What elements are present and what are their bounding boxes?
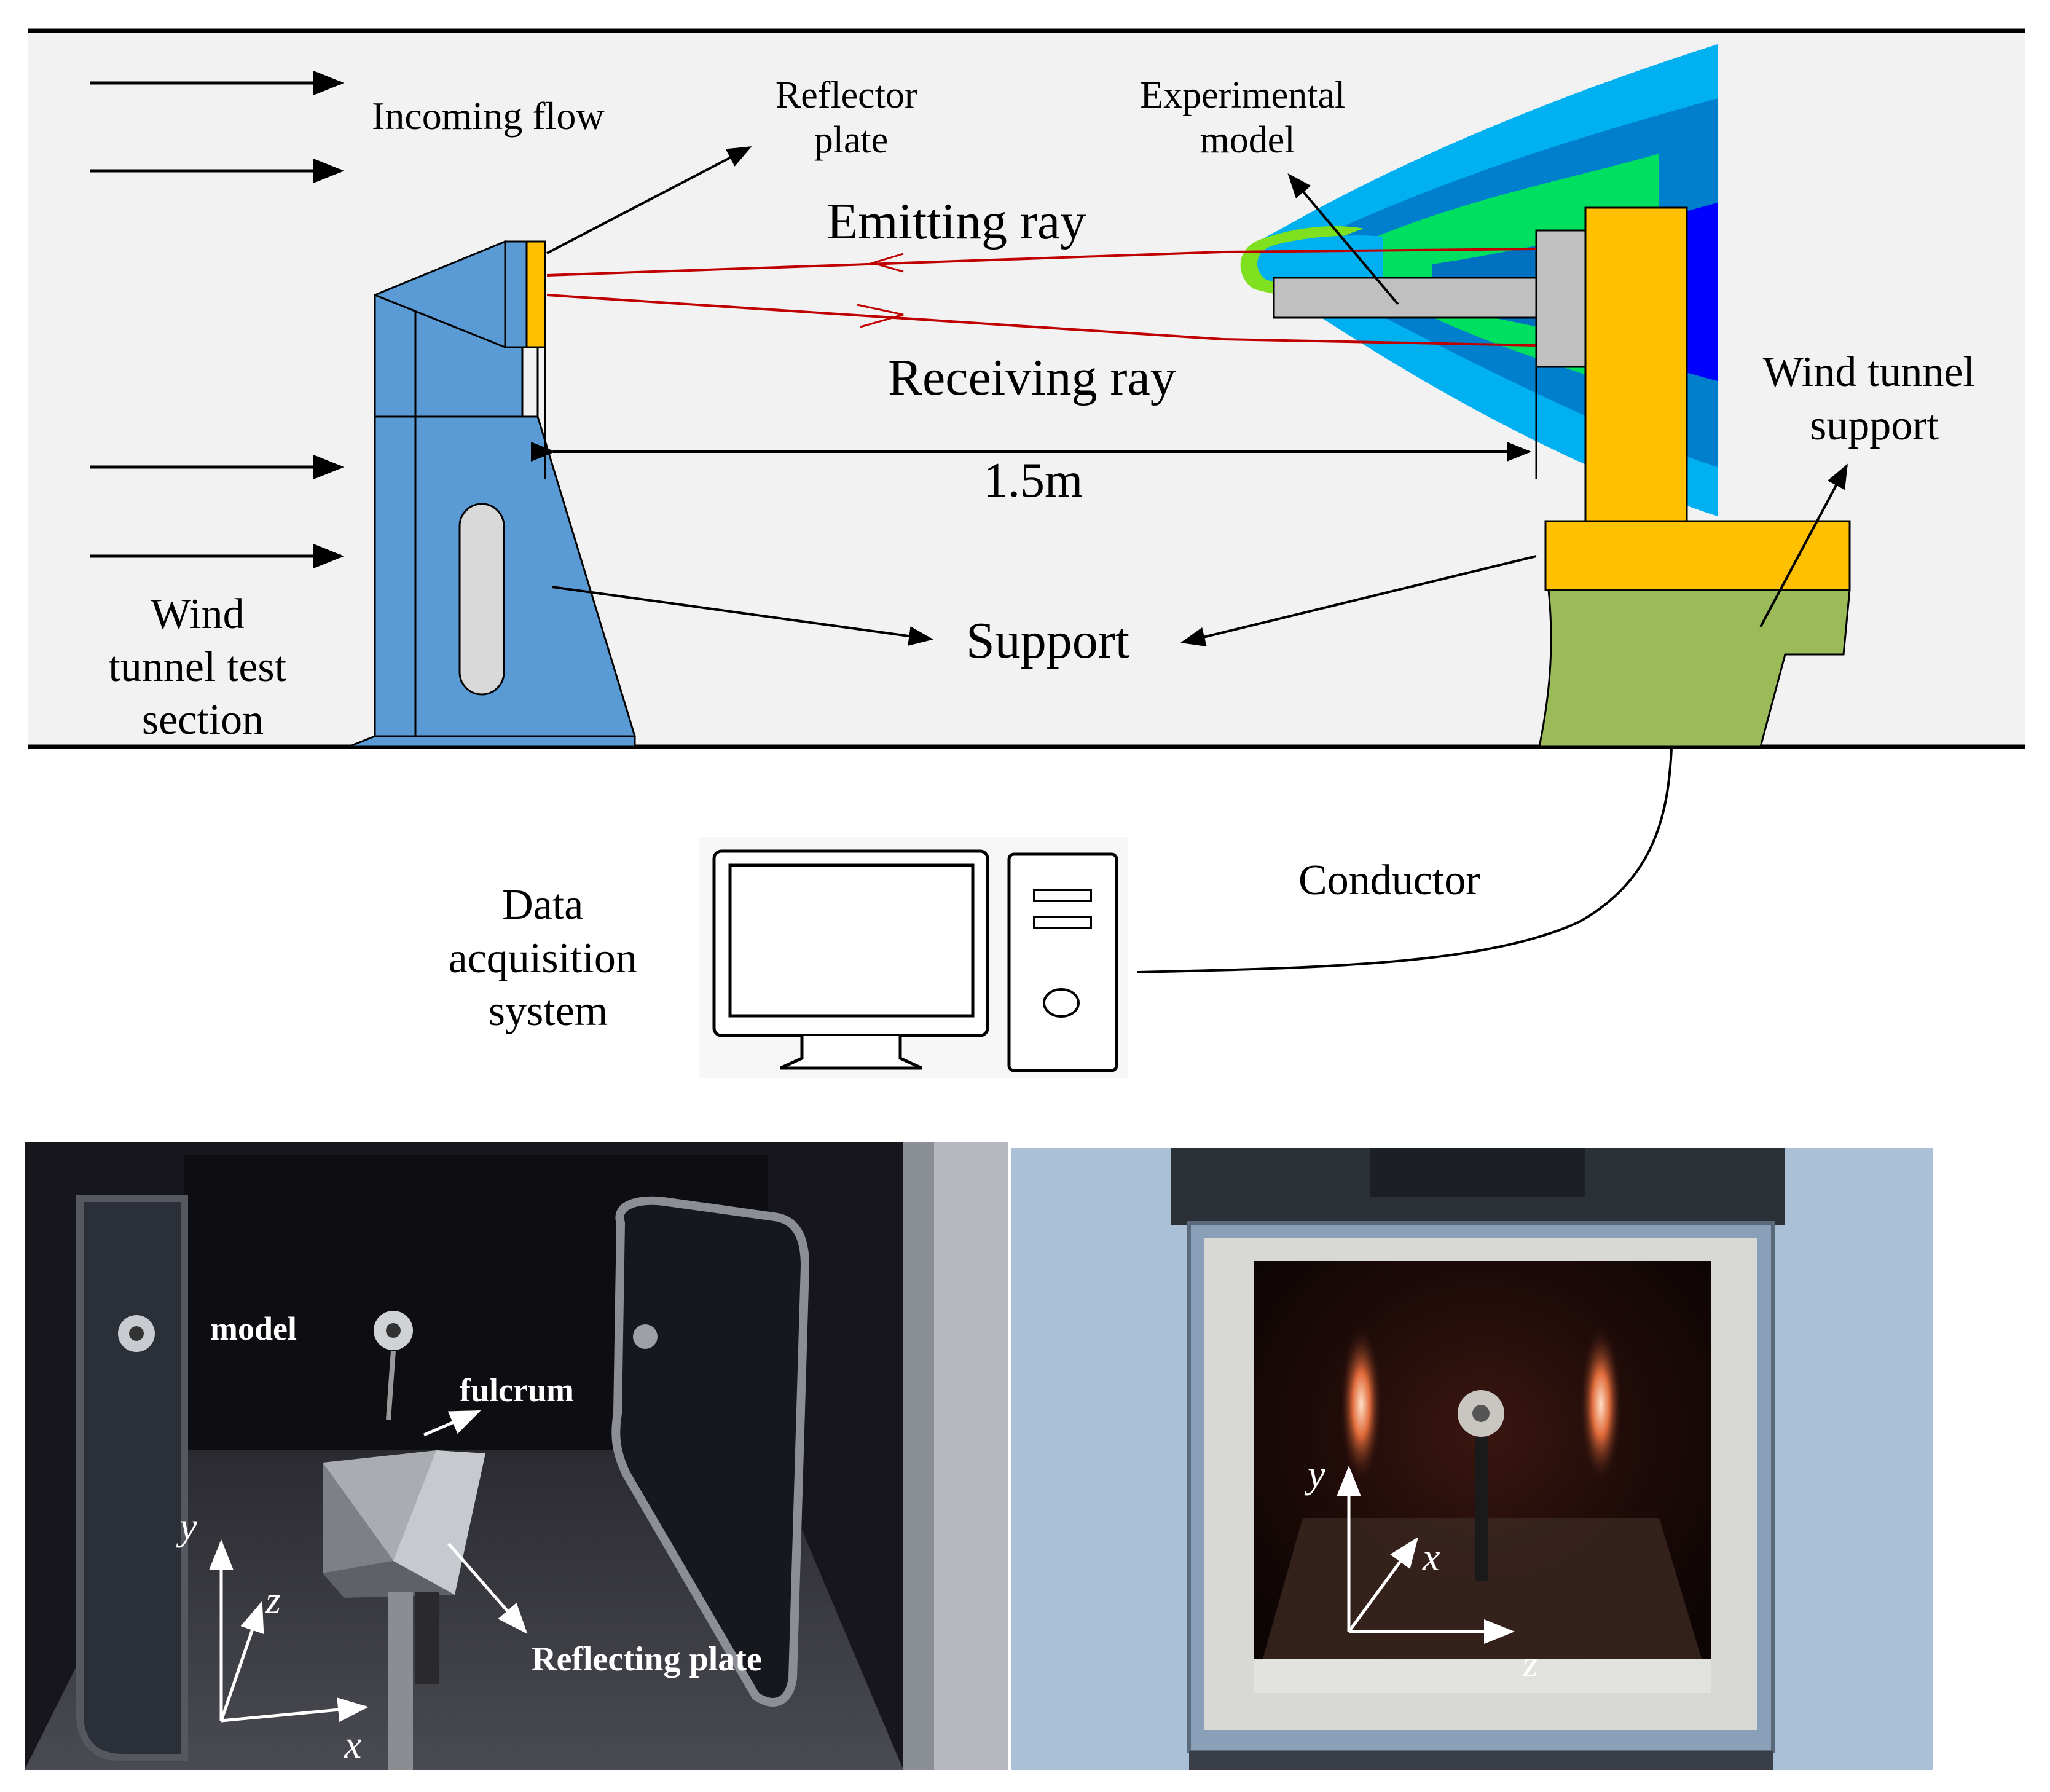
right-axis-x: x (1422, 1535, 1440, 1579)
distance-label: 1.5m (983, 454, 1083, 508)
slot (458, 503, 505, 696)
receiving-ray-label: Receiving ray (888, 349, 1176, 406)
photo-right: y x z (1011, 1148, 1933, 1770)
support-leader-left (551, 586, 933, 646)
computer-icon (699, 837, 1128, 1078)
right-photo-axes (1337, 1466, 1515, 1644)
conductor-cable (1136, 748, 1673, 973)
right-axis-z: z (1522, 1641, 1538, 1685)
incoming-flow-label: Incoming flow (372, 94, 605, 138)
experimental-model-label: Experimental model (1140, 74, 1354, 161)
left-axis-z: z (265, 1578, 281, 1622)
model-label: model (210, 1310, 297, 1347)
reflector-support (348, 240, 637, 748)
fulcrum-label: fulcrum (460, 1372, 574, 1409)
model-leader (1287, 173, 1399, 305)
left-photo-axes (209, 1539, 369, 1723)
support-label: Support (966, 612, 1129, 669)
emitting-ray-label: Emitting ray (827, 193, 1086, 250)
wind-tunnel-support-label: Wind tunnel support (1763, 348, 1986, 449)
emitting-ray (546, 248, 1537, 277)
reflecting-plate-label: Reflecting plate (532, 1640, 762, 1678)
schematic-diagram: Incoming flow Reflector plate Experiment… (28, 28, 2025, 1078)
reflector-plate-label: Reflector plate (776, 74, 927, 161)
distance-indicator (531, 344, 1537, 479)
support-leader-right (1180, 555, 1537, 647)
test-section-label: Wind tunnel test section (108, 591, 297, 744)
reflector-plate-leader (546, 146, 752, 254)
reflector-plate (525, 240, 546, 348)
conductor-label: Conductor (1298, 857, 1480, 904)
rays (546, 248, 1537, 347)
incoming-flow-arrows (90, 71, 344, 568)
left-axis-x: x (344, 1723, 361, 1766)
wind-tunnel-support (1538, 206, 1851, 748)
data-acquisition-label: Data acquisition system (449, 881, 648, 1035)
leader-arrows (546, 146, 1848, 647)
left-axis-y: y (176, 1504, 197, 1548)
right-axis-y: y (1304, 1452, 1325, 1496)
experimental-model (1273, 229, 1587, 368)
photo-left: y z x model fulcrum Reflecting plate (25, 1142, 1008, 1770)
receiving-ray (546, 294, 1537, 347)
tunnel-support-leader (1759, 463, 1848, 627)
